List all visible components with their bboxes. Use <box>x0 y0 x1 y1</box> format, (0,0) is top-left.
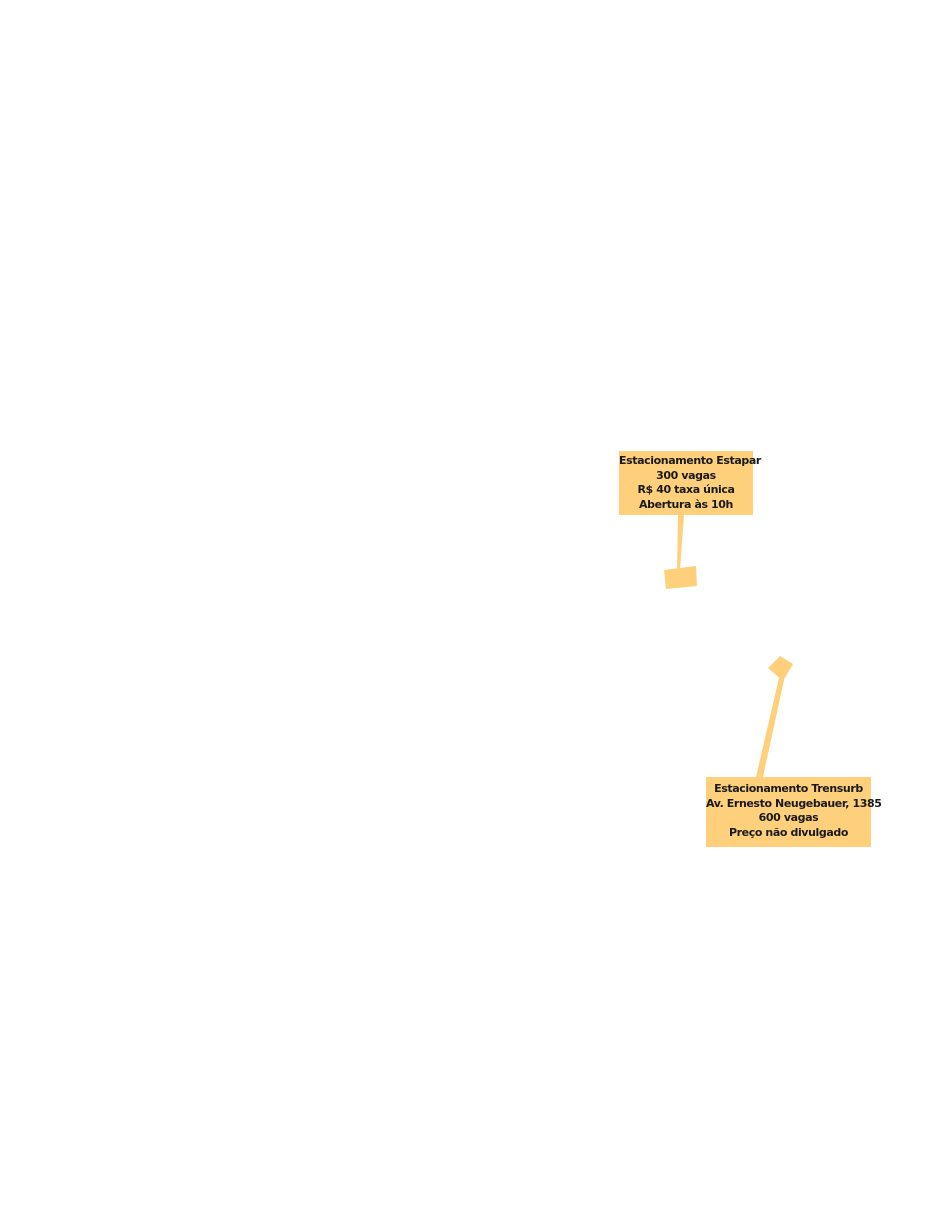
estapar-callout: Estacionamento Estapar 300 vagas R$ 40 t… <box>619 451 761 515</box>
estapar-marker[interactable] <box>664 566 697 589</box>
trensurb-callout: Estacionamento Trensurb Av. Ernesto Neug… <box>706 777 882 847</box>
estapar-price: R$ 40 taxa única <box>637 483 735 496</box>
estapar-opening: Abertura às 10h <box>639 497 733 511</box>
trensurb-address: Av. Ernesto Neugebauer, 1385 <box>706 796 882 810</box>
trensurb-price: Preço não divulgado <box>728 825 849 839</box>
trensurb-marker[interactable] <box>768 656 793 681</box>
trensurb-pointer <box>756 678 784 777</box>
trensurb-spaces: 600 vagas <box>758 811 819 824</box>
estapar-name: Estacionamento Estapar <box>619 454 761 467</box>
estapar-spaces: 300 vagas <box>656 468 716 482</box>
trensurb-name: Estacionamento Trensurb <box>714 782 863 795</box>
estapar-pointer <box>677 515 684 570</box>
